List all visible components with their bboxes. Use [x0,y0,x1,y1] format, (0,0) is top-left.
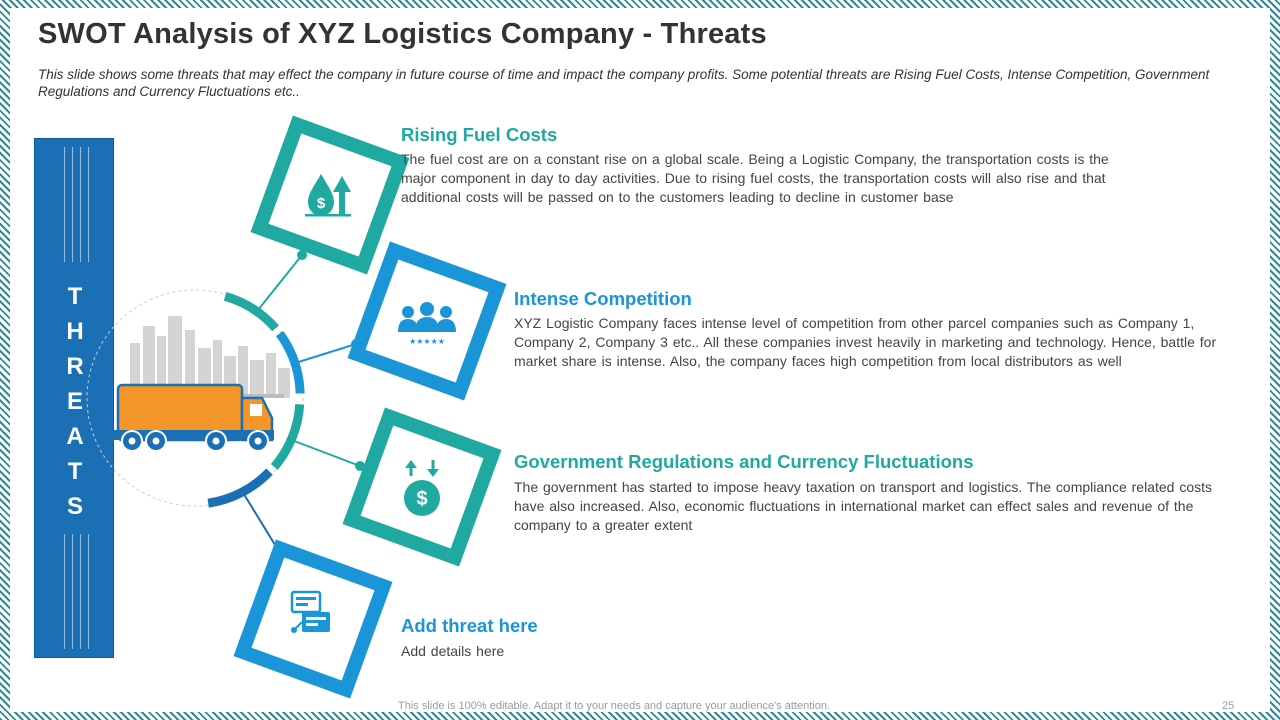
threats-letter: A [66,423,84,450]
threats-banner: T H R E A T S [34,138,114,658]
threat-title: Government Regulations and Currency Fluc… [514,451,974,472]
competitors-rating-icon: ★★★★★ [347,241,507,401]
svg-text:$: $ [317,195,326,212]
threats-letter: T [67,458,83,485]
threats-letter: T [67,283,83,310]
fuel-price-rise-icon: $ [250,115,410,275]
page-subtitle: This slide shows some threats that may e… [38,67,1210,99]
threats-diagram: $ ★★★★★ $ [86,115,507,699]
page-number: 25 [1222,700,1235,712]
page-title: SWOT Analysis of XYZ Logistics Company -… [38,18,767,50]
threat-description: Add details here [401,643,505,659]
background-circle [86,289,304,507]
threats-letter: H [66,318,84,345]
city-skyline-icon [130,316,290,398]
threat-description: XYZ Logistic Company faces intense level… [514,315,1217,369]
threat-title: Add threat here [401,615,538,636]
device-network-icon [233,539,393,699]
threat-description: The government has started to impose hea… [514,479,1212,533]
currency-exchange-icon: $ [342,407,502,567]
threats-letter: R [66,353,84,380]
truck-icon [110,383,284,452]
svg-text:$: $ [416,488,427,510]
decorative-lines [57,534,93,649]
threats-letter: S [66,493,83,520]
threats-label: T H R E A T S [35,279,115,524]
threats-letter: E [66,388,83,415]
threat-description: The fuel cost are on a constant rise on … [401,151,1109,205]
decorative-lines [57,147,93,262]
footer-note: This slide is 100% editable. Adapt it to… [398,700,830,712]
svg-text:★★★★★: ★★★★★ [409,337,445,346]
threat-title: Intense Competition [514,288,692,309]
slide: SWOT Analysis of XYZ Logistics Company -… [10,8,1270,712]
segmented-arc [207,291,305,508]
threat-title: Rising Fuel Costs [401,124,558,145]
